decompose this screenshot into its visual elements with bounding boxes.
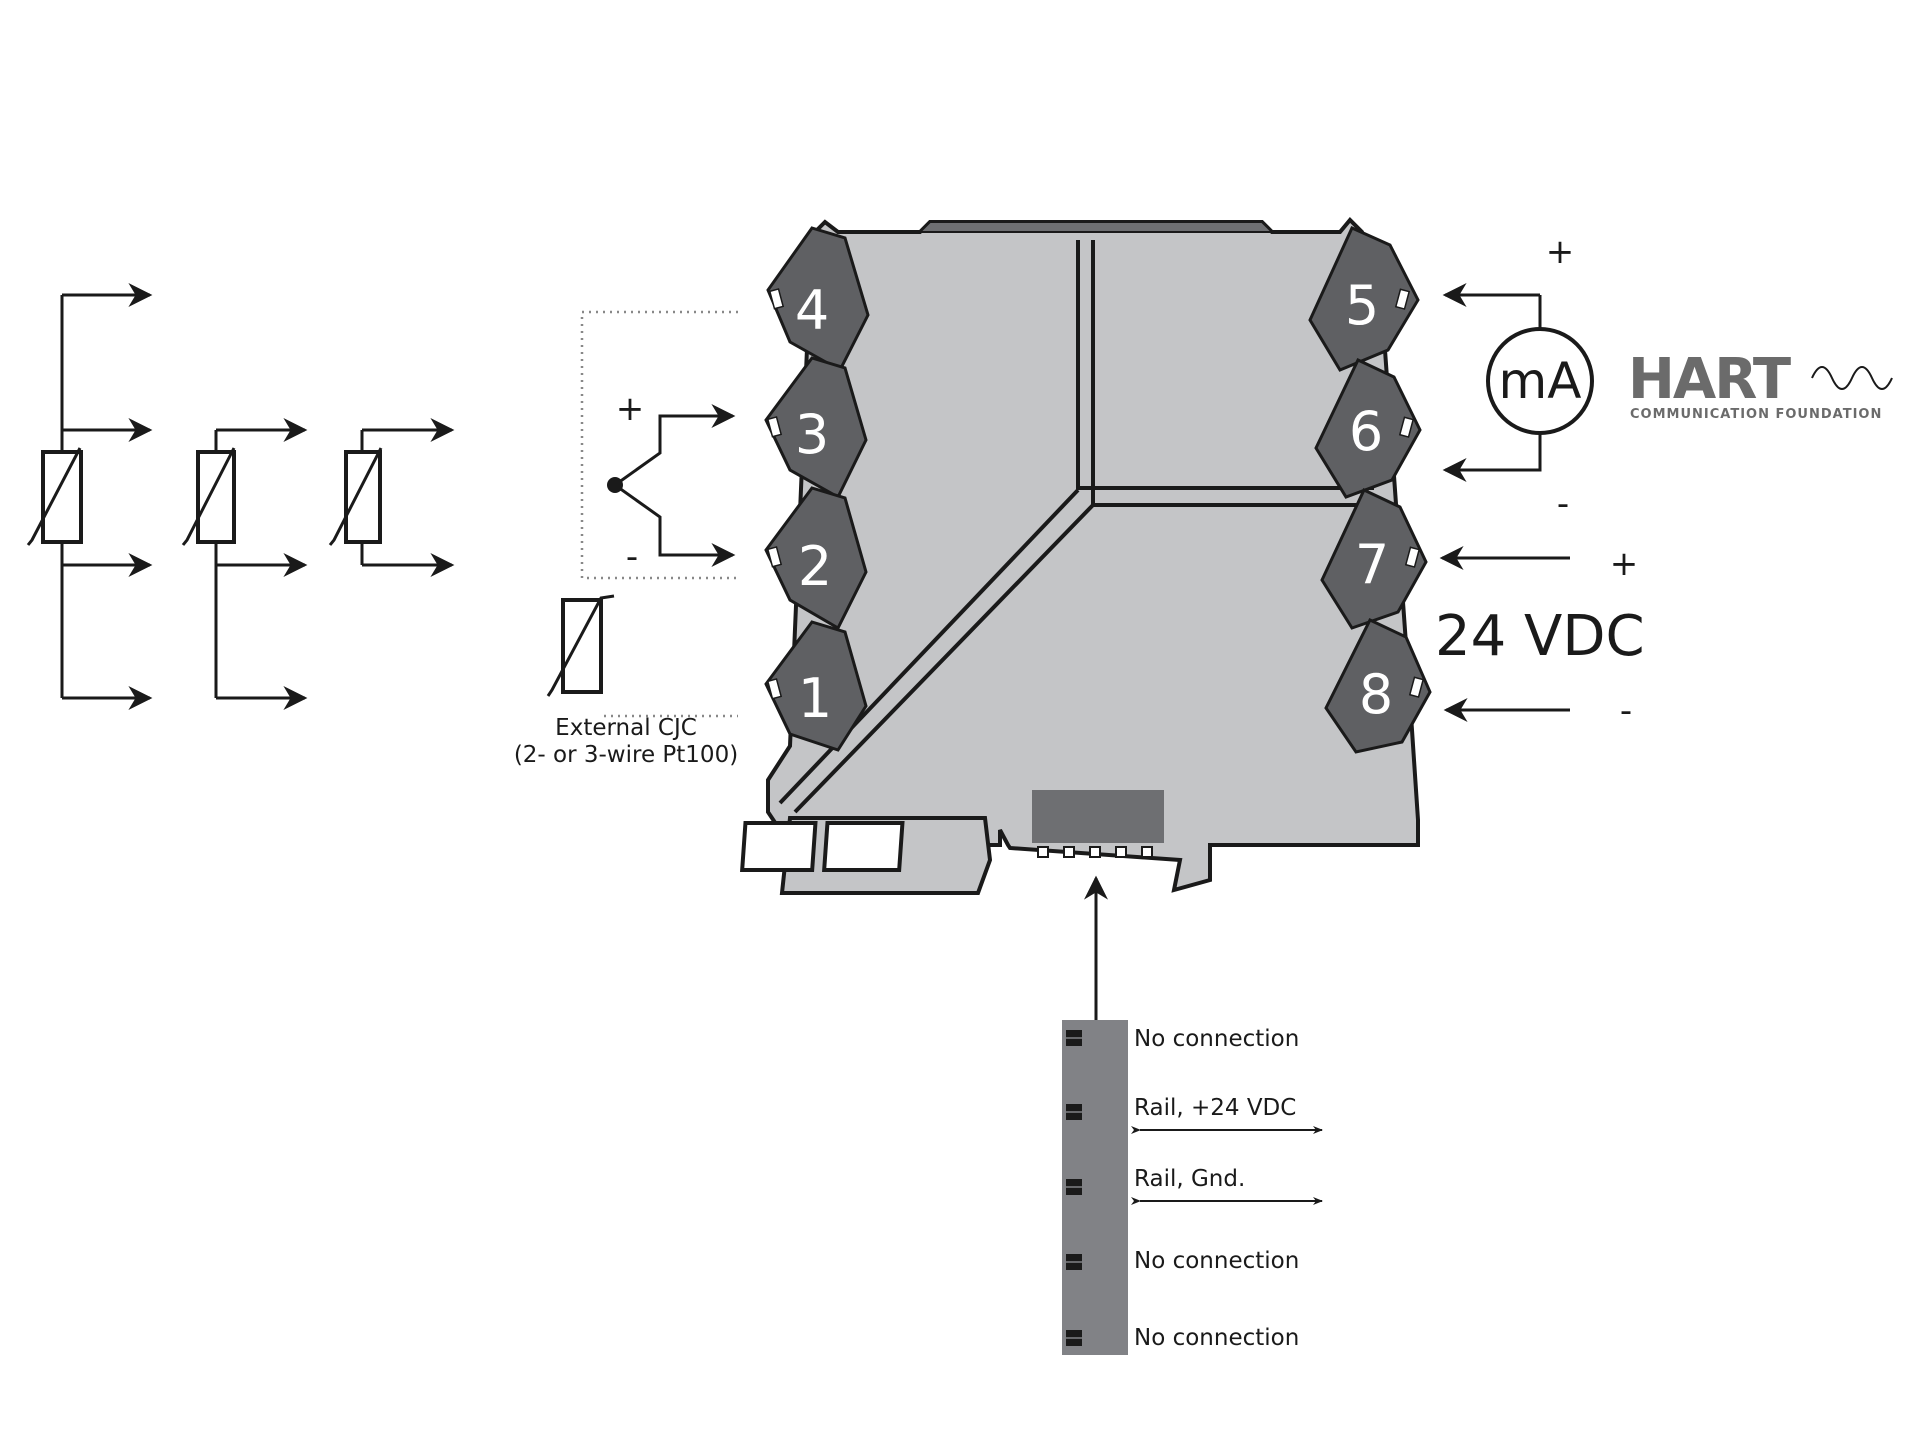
supply-plus-sign: +	[1610, 544, 1639, 584]
svg-text:4: 4	[795, 279, 829, 342]
dotted-cjc-loop	[580, 310, 738, 718]
terminal-1: 1	[764, 620, 868, 752]
thermocouple-minus-sign: -	[626, 537, 638, 577]
supply-minus-sign: -	[1620, 691, 1632, 731]
terminal-2: 2	[764, 486, 868, 631]
pin-label: No connection	[1134, 1248, 1299, 1274]
rtd-2-wire	[328, 418, 455, 577]
output-minus-sign: -	[1557, 484, 1569, 524]
cjc-label-detail: (2- or 3-wire Pt100)	[514, 742, 738, 768]
terminal-8: 8	[1324, 618, 1432, 754]
pin-label: Rail, Gnd.	[1134, 1166, 1245, 1192]
hart-tagline: COMMUNICATION FOUNDATION	[1630, 407, 1882, 422]
rail-connector-window	[1032, 790, 1164, 843]
device-housing	[740, 217, 1420, 895]
rtd-3-wire	[181, 418, 308, 710]
output-current-loop: mA + -	[1442, 232, 1594, 524]
thermocouple-plus-sign: +	[616, 389, 645, 429]
hart-logo: HART COMMUNICATION FOUNDATION	[1628, 347, 1893, 422]
output-plus-sign: +	[1546, 232, 1575, 272]
milliamp-meter-label: mA	[1499, 352, 1582, 410]
terminal-6: 6	[1314, 358, 1422, 499]
rail-connector-pinout: No connection Rail, +24 VDC Rail, Gnd. N…	[1062, 875, 1323, 1355]
rtd-4-wire	[26, 283, 153, 710]
terminal-3: 3	[764, 356, 868, 500]
terminal-5: 5	[1308, 226, 1420, 372]
cjc-label: External CJC	[555, 715, 697, 741]
svg-text:3: 3	[795, 403, 829, 466]
terminal-block-right: 5 6 7 8	[1308, 226, 1432, 754]
supply-input: + 24 VDC -	[1435, 544, 1645, 731]
terminal-7: 7	[1320, 488, 1428, 630]
pin-label: No connection	[1134, 1325, 1299, 1351]
supply-voltage-label: 24 VDC	[1435, 604, 1645, 669]
cjc-resistor: External CJC (2- or 3-wire Pt100)	[514, 594, 738, 768]
hart-logo-text: HART	[1628, 347, 1791, 412]
svg-text:8: 8	[1359, 663, 1393, 726]
milliamp-meter-icon	[1486, 327, 1594, 435]
pin-label: Rail, +24 VDC	[1134, 1095, 1296, 1121]
svg-text:5: 5	[1345, 274, 1379, 337]
svg-text:1: 1	[798, 667, 832, 730]
rail-connector-pins	[1037, 846, 1153, 858]
svg-text:7: 7	[1355, 533, 1389, 596]
svg-text:2: 2	[798, 535, 832, 598]
pin-label: No connection	[1134, 1026, 1299, 1052]
terminal-block-left: 4 3 2 1	[764, 226, 870, 752]
svg-text:6: 6	[1349, 400, 1383, 463]
thermocouple-symbol: + -	[607, 389, 736, 577]
